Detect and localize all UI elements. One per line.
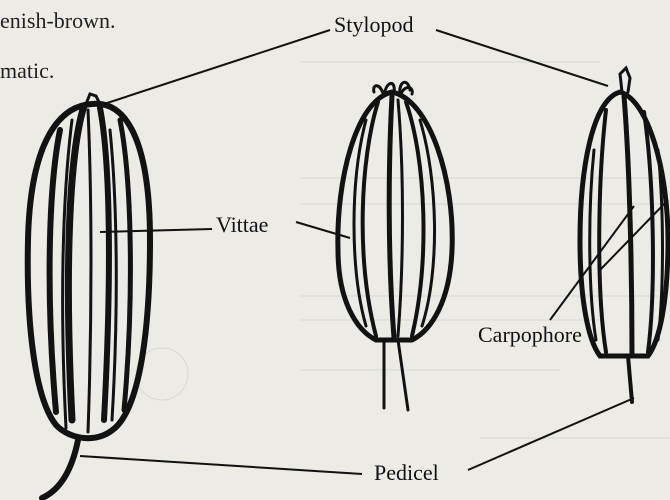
label-pedicel: Pedicel [374,460,439,486]
split-fruit-drawing [338,82,452,410]
label-stylopod: Stylopod [334,12,413,38]
label-carpophore: Carpophore [478,322,582,348]
label-vittae: Vittae [216,212,268,238]
whole-fruit-drawing [28,94,150,498]
carpophore-fruit-drawing [580,68,668,402]
